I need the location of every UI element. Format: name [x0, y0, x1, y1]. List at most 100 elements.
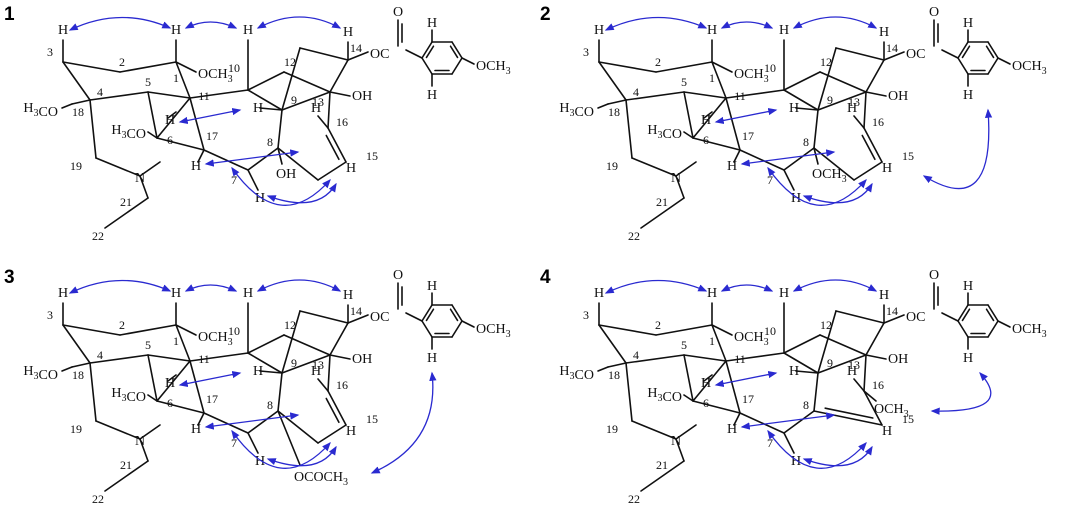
- carbonyl-o-label: O: [393, 5, 403, 20]
- bond-arom-5: [957, 57, 969, 75]
- atom-number-10: 10: [228, 61, 240, 75]
- atom-number-6: 6: [167, 396, 173, 410]
- h-c16-label: H: [847, 364, 857, 379]
- bond-c6-c17: [692, 400, 741, 414]
- bond-c7-h: [783, 432, 795, 454]
- bond-c9-c8: [813, 109, 819, 149]
- atom-number-17: 17: [206, 392, 218, 406]
- noe-h17-h16: [204, 149, 300, 167]
- bond-c14-o: [883, 51, 905, 61]
- bond-c14-o: [347, 51, 369, 61]
- bond-c3-c2: [62, 61, 121, 73]
- h-c16-label: H: [847, 101, 857, 116]
- bond-arom-3: [451, 320, 463, 338]
- bond-c11-c17: [725, 360, 741, 414]
- c8-substituent-label: OH: [276, 167, 296, 182]
- c6-methoxy-label: H3CO: [111, 386, 146, 405]
- h-c6-label: H: [701, 376, 711, 391]
- aryl-h2-label: H: [963, 279, 973, 294]
- bond-c21-c22: [640, 197, 685, 229]
- atom-number-1: 1: [173, 71, 179, 85]
- carbonyl-o-label: O: [929, 5, 939, 20]
- bond-c9-c8: [277, 372, 283, 412]
- bond-c10-c9: [783, 352, 819, 374]
- bond-c13-c14: [329, 59, 349, 93]
- noe-h3-h1: [68, 279, 172, 294]
- atom-number-18: 18: [72, 105, 84, 119]
- c6-methoxy-label: H3CO: [647, 123, 682, 142]
- atom-number-21: 21: [656, 458, 668, 472]
- atom-number-5: 5: [145, 75, 151, 89]
- h-c9-label: H: [789, 101, 799, 116]
- bond-c16-c15-inner: [861, 134, 876, 161]
- bond-c4-c19: [89, 99, 97, 159]
- bond-c7-c8: [783, 410, 815, 434]
- bond-c5-c6: [147, 354, 158, 402]
- h-c9-label: H: [253, 364, 263, 379]
- noe-h3-h1: [604, 16, 708, 31]
- noe-h1-h10: [184, 21, 238, 29]
- atom-number-15: 15: [366, 412, 378, 426]
- bond-c11-c17: [189, 97, 205, 151]
- atom-number-1: 1: [173, 334, 179, 348]
- bond-c5-c6: [683, 354, 694, 402]
- atom-number-2: 2: [119, 318, 125, 332]
- h-c14-label: H: [343, 288, 353, 303]
- h-c3-label: H: [58, 286, 68, 301]
- atom-number-16: 16: [336, 115, 348, 129]
- bond-n-c17: [139, 161, 161, 177]
- bond-c16-c15: [863, 390, 883, 426]
- compound-number: 2: [540, 4, 551, 25]
- c18-methoxy-label: H3CO: [559, 101, 594, 120]
- bond-c9-c13: [281, 354, 331, 374]
- bond-c2-c1: [119, 61, 177, 73]
- atom-number-12: 12: [820, 55, 832, 69]
- atom-number-11: 11: [734, 352, 746, 366]
- noe-h7b-h15: [802, 445, 873, 467]
- aryl-h2-label: H: [427, 16, 437, 31]
- noe-ome8-aryl-h: [922, 108, 993, 190]
- bond-c9-h: [259, 107, 283, 111]
- bond-arom-0: [421, 41, 433, 59]
- atom-number-21: 21: [656, 195, 668, 209]
- bond-c11-c17: [189, 360, 205, 414]
- noe-h6-h9: [714, 107, 778, 125]
- atom-number-9: 9: [291, 356, 297, 370]
- bond-c10-c9: [783, 89, 819, 111]
- noe-ome16-aryl-h: [930, 371, 992, 415]
- bond-arom-0-inner: [961, 45, 971, 59]
- bond-c6-c17: [156, 137, 205, 151]
- bond-c8-c15-inner: [824, 407, 874, 419]
- bond-c11-c17: [725, 97, 741, 151]
- bond-c5-c11: [147, 354, 191, 362]
- bond-bridge-c9: [281, 310, 301, 374]
- noe-h1-h10: [720, 21, 774, 29]
- bond-c6-h: [167, 111, 177, 119]
- bond-c4-c19: [625, 99, 633, 159]
- atom-number-5: 5: [145, 338, 151, 352]
- bond-c1-o: [175, 61, 197, 73]
- bond-c16-c15-inner: [325, 134, 340, 161]
- atom-number-3: 3: [583, 308, 589, 322]
- bond-c13-c16: [327, 91, 331, 129]
- bond-c6-c11: [156, 360, 191, 402]
- h-c16-label: H: [311, 101, 321, 116]
- c18-methoxy-label: H3CO: [23, 364, 58, 383]
- bond-arom-0-inner: [425, 308, 435, 322]
- bond-c5-c11: [683, 354, 727, 362]
- h-c10-label: H: [779, 23, 789, 38]
- bond-arom-3: [987, 57, 999, 75]
- bond-c7-c8: [247, 410, 279, 434]
- bond-c4-c5: [89, 91, 149, 101]
- atom-number-17: 17: [742, 129, 754, 143]
- bond-c18-o: [61, 103, 73, 109]
- bond-c7-c8: [783, 147, 815, 171]
- bond-c10-c9: [247, 89, 283, 111]
- bond-arom-0-inner: [961, 308, 971, 322]
- bond-arom-2-inner: [449, 308, 459, 322]
- bond-c13-c14: [865, 59, 885, 93]
- noe-h17-h16: [740, 412, 836, 430]
- bond-ester-ar: [405, 312, 423, 322]
- bond-n-c17: [675, 161, 697, 177]
